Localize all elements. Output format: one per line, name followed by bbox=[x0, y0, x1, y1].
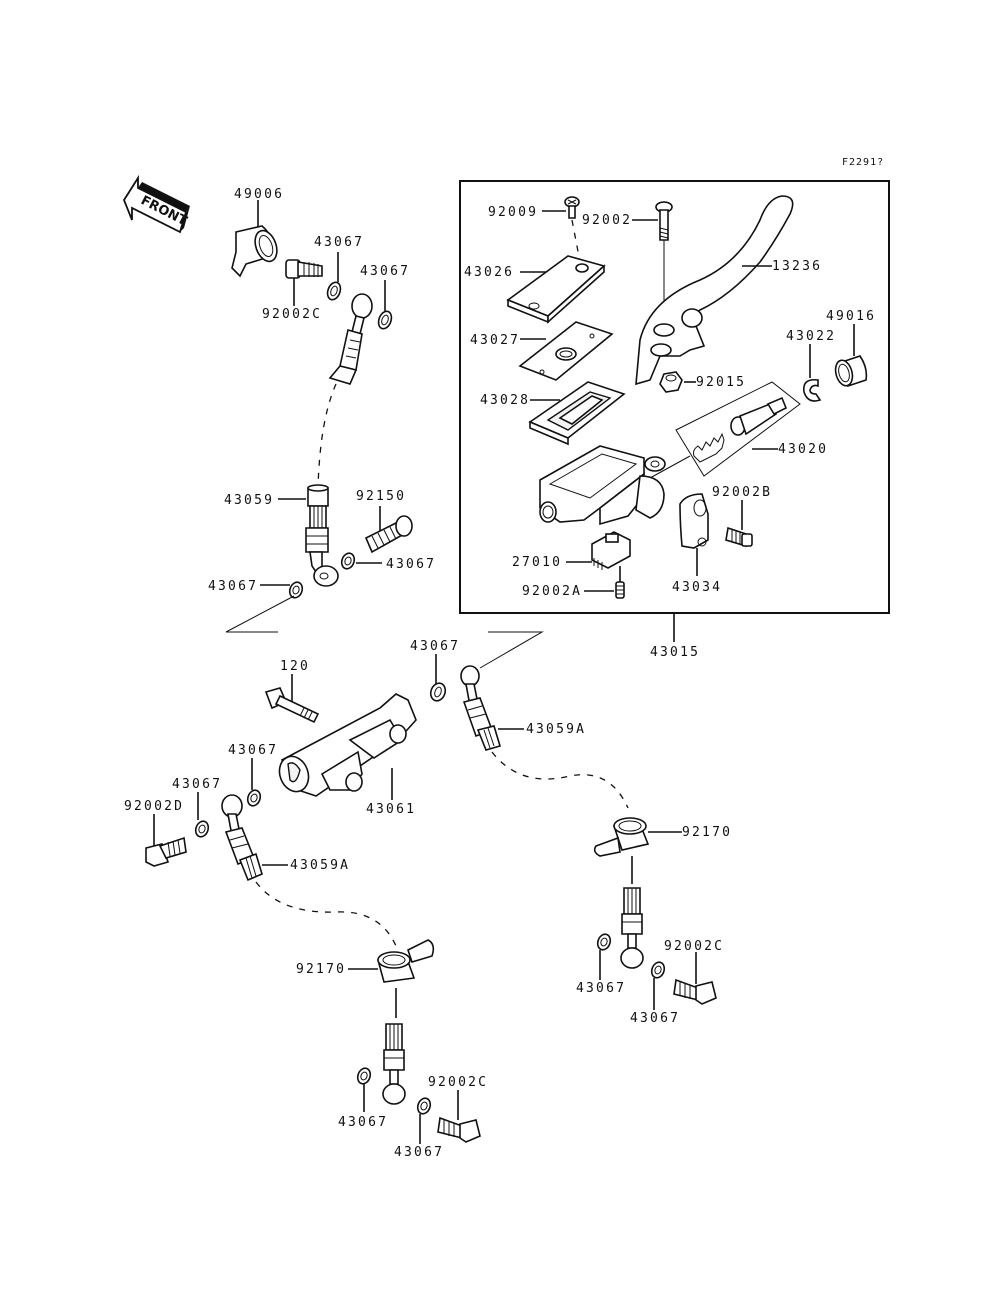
part-43059a-hose-left[interactable] bbox=[221, 794, 397, 947]
part-92009-screw[interactable] bbox=[542, 196, 581, 263]
part-43028-diaphragm[interactable] bbox=[528, 381, 626, 446]
part-43026-cap[interactable] bbox=[506, 255, 606, 324]
part-43067-washer-j[interactable] bbox=[356, 1066, 373, 1112]
part-label-43067[interactable]: 43067 bbox=[172, 777, 222, 792]
part-label-92002[interactable]: 92002 bbox=[582, 213, 632, 228]
part-label-43067[interactable]: 43067 bbox=[228, 743, 278, 758]
part-label-92002a[interactable]: 92002A bbox=[522, 584, 582, 599]
part-43067-washer-d[interactable] bbox=[260, 580, 304, 599]
part-label-49006[interactable]: 49006 bbox=[234, 187, 284, 202]
part-49016-boot[interactable] bbox=[833, 324, 868, 388]
part-43067-washer-a[interactable] bbox=[325, 252, 342, 302]
figure-id: F2291? bbox=[842, 157, 884, 168]
part-43067-washer-f[interactable] bbox=[246, 758, 263, 808]
part-label-92150[interactable]: 92150 bbox=[356, 489, 406, 504]
part-27010-switch[interactable] bbox=[566, 531, 631, 570]
part-92002d-bolt[interactable] bbox=[145, 814, 187, 867]
part-label-92170[interactable]: 92170 bbox=[682, 825, 732, 840]
part-label-120[interactable]: 120 bbox=[280, 659, 310, 674]
front-arrow-icon: FRONT bbox=[122, 174, 190, 234]
part-label-43059a[interactable]: 43059A bbox=[290, 858, 350, 873]
part-92170-fitting-right[interactable] bbox=[593, 817, 682, 884]
part-43067-washer-k[interactable] bbox=[416, 1096, 433, 1144]
part-92015-nut[interactable] bbox=[659, 371, 696, 393]
part-label-92015[interactable]: 92015 bbox=[696, 375, 746, 390]
part-92002c-bolt-right[interactable] bbox=[673, 952, 717, 1005]
connector-line-left bbox=[225, 595, 295, 633]
part-43034-clamp[interactable] bbox=[679, 493, 709, 576]
part-label-43067[interactable]: 43067 bbox=[386, 557, 436, 572]
part-43067-washer-h[interactable] bbox=[596, 932, 613, 980]
part-43059-hose[interactable] bbox=[305, 293, 373, 587]
part-43020-piston-kit[interactable] bbox=[649, 381, 801, 479]
part-label-92170[interactable]: 92170 bbox=[296, 962, 346, 977]
part-label-13236[interactable]: 13236 bbox=[772, 259, 822, 274]
part-label-27010[interactable]: 27010 bbox=[512, 555, 562, 570]
part-label-92009[interactable]: 92009 bbox=[488, 205, 538, 220]
part-43022-circlip[interactable] bbox=[802, 344, 822, 402]
part-label-49016[interactable]: 49016 bbox=[826, 309, 876, 324]
part-label-92002b[interactable]: 92002B bbox=[712, 485, 772, 500]
part-label-43059a[interactable]: 43059A bbox=[526, 722, 586, 737]
part-label-43015[interactable]: 43015 bbox=[650, 645, 700, 660]
part-label-43034[interactable]: 43034 bbox=[672, 580, 722, 595]
part-92002a-screw[interactable] bbox=[584, 566, 625, 599]
part-label-43067[interactable]: 43067 bbox=[208, 579, 258, 594]
part-label-43067[interactable]: 43067 bbox=[360, 264, 410, 279]
part-92002c-bolt-top[interactable] bbox=[285, 259, 323, 306]
part-92150-banjo-bolt[interactable] bbox=[364, 506, 413, 554]
part-43067-washer-g[interactable] bbox=[194, 792, 211, 839]
part-label-43067[interactable]: 43067 bbox=[630, 1011, 680, 1026]
part-49006-cap[interactable] bbox=[231, 200, 281, 278]
part-43061-joint[interactable] bbox=[275, 693, 417, 800]
part-43067-washer-i[interactable] bbox=[650, 960, 667, 1010]
part-43067-washer-b[interactable] bbox=[376, 280, 393, 331]
part-43067-washer-e[interactable] bbox=[428, 654, 447, 703]
part-label-43022[interactable]: 43022 bbox=[786, 329, 836, 344]
part-92002-pivot-bolt[interactable] bbox=[632, 201, 673, 310]
part-43067-washer-c[interactable] bbox=[340, 551, 382, 570]
part-label-92002d[interactable]: 92002D bbox=[124, 799, 184, 814]
part-label-43067[interactable]: 43067 bbox=[314, 235, 364, 250]
part-120-bolt[interactable] bbox=[264, 674, 320, 724]
part-label-92002c[interactable]: 92002C bbox=[262, 307, 322, 322]
part-label-43067[interactable]: 43067 bbox=[576, 981, 626, 996]
part-label-43059[interactable]: 43059 bbox=[224, 493, 274, 508]
part-label-43028[interactable]: 43028 bbox=[480, 393, 530, 408]
part-label-43027[interactable]: 43027 bbox=[470, 333, 520, 348]
part-43059a-hose-right[interactable] bbox=[460, 665, 629, 809]
part-label-92002c[interactable]: 92002C bbox=[664, 939, 724, 954]
part-92170-fitting-left[interactable] bbox=[348, 939, 435, 1018]
part-label-43067[interactable]: 43067 bbox=[338, 1115, 388, 1130]
connector-line-right bbox=[479, 631, 544, 669]
part-label-43020[interactable]: 43020 bbox=[778, 442, 828, 457]
part-hose-end-right bbox=[620, 887, 644, 969]
part-label-43067[interactable]: 43067 bbox=[410, 639, 460, 654]
part-master-cylinder-body bbox=[539, 445, 666, 526]
part-43027-plate[interactable] bbox=[518, 321, 614, 381]
part-92002c-bolt-left[interactable] bbox=[437, 1090, 481, 1143]
part-label-43061[interactable]: 43061 bbox=[366, 802, 416, 817]
part-label-43026[interactable]: 43026 bbox=[464, 265, 514, 280]
part-label-43067[interactable]: 43067 bbox=[394, 1145, 444, 1160]
part-13236-lever[interactable] bbox=[635, 195, 794, 386]
part-label-92002c[interactable]: 92002C bbox=[428, 1075, 488, 1090]
part-92002b-bolt[interactable] bbox=[725, 500, 753, 548]
part-hose-end-left bbox=[382, 1023, 406, 1105]
